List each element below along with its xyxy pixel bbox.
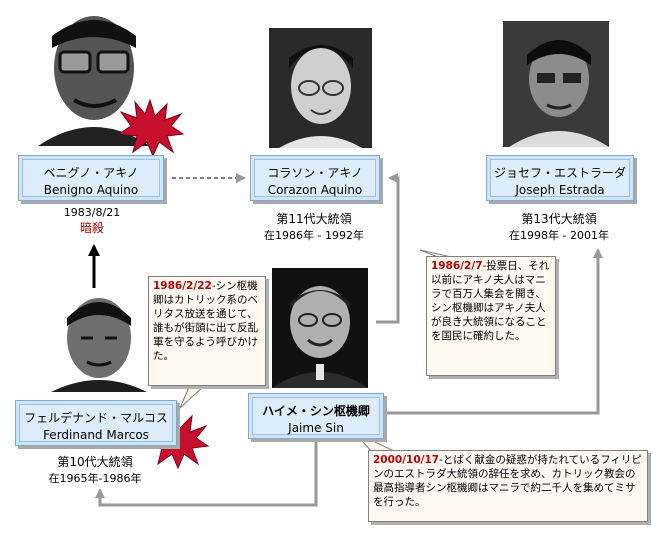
marcos-name-ja: フェルデナンド・マルコス [24,411,168,425]
burst-icon [117,98,185,158]
estrada-name-en: Joseph Estrada [515,183,605,197]
estrada-namebox: ジョセフ・エストラーダ Joseph Estrada [486,155,634,201]
estrada-title: 第13代大統領 [521,212,597,226]
sin-namebox: ハイメ・シン枢機卿 Jaime Sin [248,393,384,439]
sin-name-en: Jaime Sin [288,421,344,435]
estrada-term: 在1998年 - 2001年 [509,229,609,242]
sin-to-corazon-arrow [376,173,400,324]
sin-to-marcos-arrow [95,436,318,507]
sin-name-ja: ハイメ・シン枢機卿 [262,404,370,418]
estrada-photo [503,21,609,147]
note3-date: 2000/10/17 [373,454,440,466]
corazon-title: 第11代大統領 [276,212,352,226]
marcos-title: 第10代大統領 [57,455,133,469]
note1-date: 1986/2/22 [153,280,212,292]
note-1986-2-22: 1986/2/22-シン枢機卿はカトリック系のベリタス放送を通じて、誰もが街頭に… [148,276,266,386]
corazon-namebox: コラソン・アキノ Corazon Aquino [250,155,380,201]
note1-text: -シン枢機卿はカトリック系のベリタス放送を通じて、誰もが街頭に出て反乱軍を守るよ… [153,280,258,362]
note-1986-2-7: 1986/2/7-投票日、それ以前にアキノ夫人はマニラで百万人集会を開き、シン枢… [426,256,556,376]
note2-date: 1986/2/7 [431,260,483,272]
benigno-name-en: Benigno Aquino [43,183,139,197]
note3-text: -とばく献金の疑惑が持たれているフィリピンのエストラダ大統領の辞任を求め、カトリ… [373,454,642,508]
benigno-event: 暗殺 [79,221,104,235]
corazon-name-ja: コラソン・アキノ [267,166,363,180]
corazon-photo [269,28,372,148]
corazon-name-en: Corazon Aquino [267,183,363,197]
sin-to-estrada-arrow [384,248,603,415]
benigno-date: 1983/8/21 [63,206,121,219]
benigno-namebox: ベニグノ・アキノ Benigno Aquino [18,155,164,201]
corazon-term: 在1986年 - 1992年 [264,229,364,242]
marcos-name-en: Ferdinand Marcos [43,428,149,442]
estrada-name-ja: ジョセフ・エストラーダ [493,166,626,180]
benigno-name-ja: ベニグノ・アキノ [43,166,139,180]
note-2000-10-17: 2000/10/17-とばく献金の疑惑が持たれているフィリピンのエストラダ大統領… [368,450,648,522]
note1-tail [179,384,207,409]
marcos-photo [47,288,151,392]
marcos-namebox: フェルデナンド・マルコス Ferdinand Marcos [15,400,177,446]
sin-photo [272,268,368,388]
marcos-term: 在1965年-1986年 [48,472,142,485]
note2-text: -投票日、それ以前にアキノ夫人はマニラで百万人集会を開き、シン枢機卿はアキノ夫人… [431,260,550,342]
